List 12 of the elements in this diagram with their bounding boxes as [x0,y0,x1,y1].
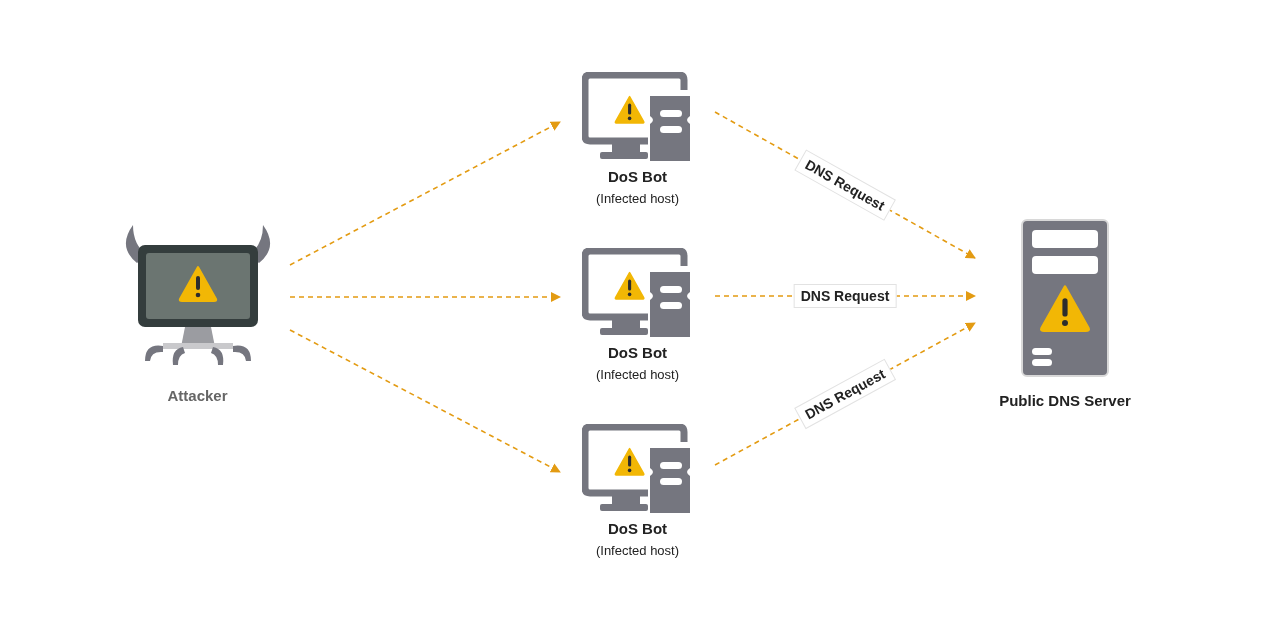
arrow [289,329,561,473]
node-subtitle: (Infected host) [595,191,680,206]
node-title: Public DNS Server [999,392,1131,409]
node-subtitle: (Infected host) [595,367,680,382]
edge-label: DNS Request [793,284,897,308]
arrow [289,121,561,266]
node-title: Attacker [167,387,228,404]
arrow [289,292,561,302]
node-subtitle: (Infected host) [595,543,680,558]
node-title: DoS Bot [607,168,668,185]
node-title: DoS Bot [607,520,668,537]
node-title: DoS Bot [607,344,668,361]
